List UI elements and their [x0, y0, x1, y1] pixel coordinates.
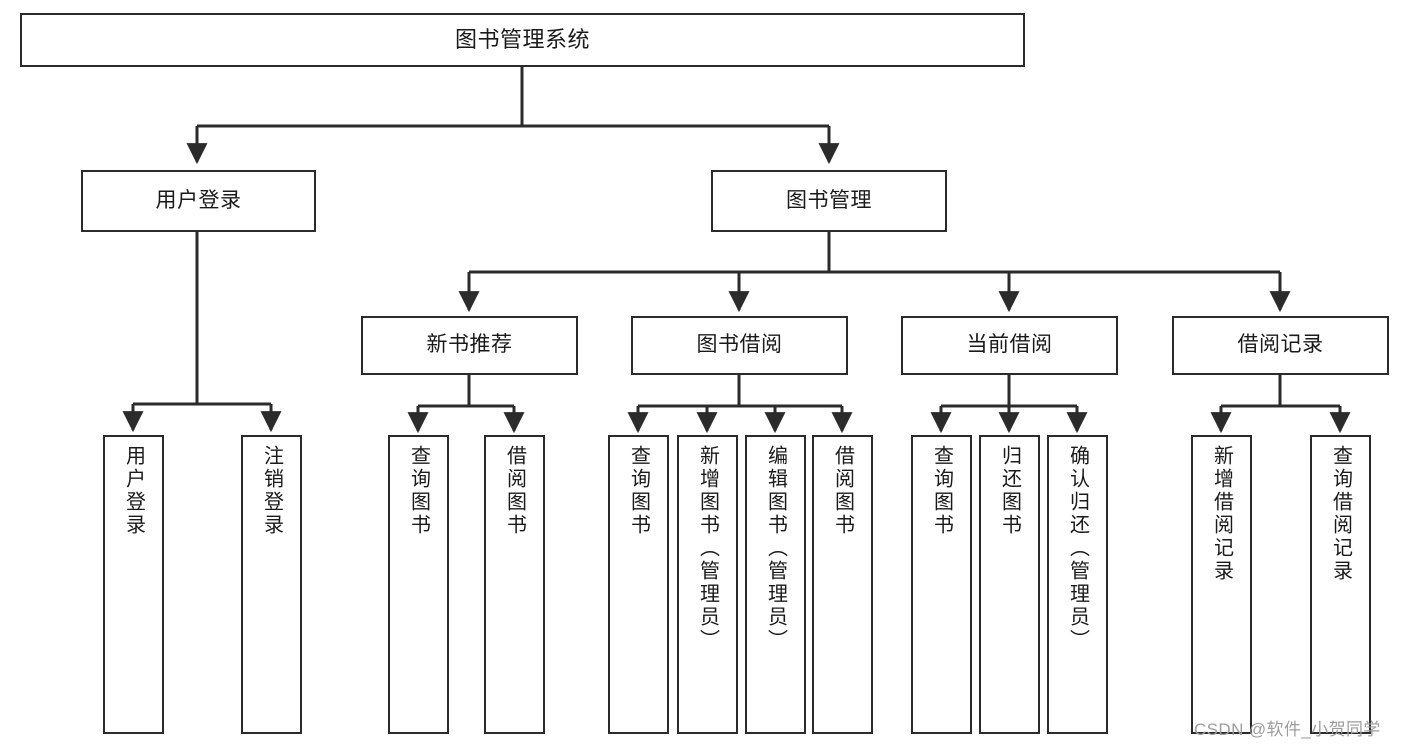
leaf-confirm-return-admin[interactable]: 确认归还（管理员） [1047, 435, 1108, 734]
csdn-watermark: CSDN @软件_小贺同学 [1194, 720, 1381, 739]
node-label: 查询图书 [407, 445, 430, 537]
node-label: 确认归还（管理员） [1066, 445, 1089, 652]
node-label: 归还图书 [998, 445, 1021, 537]
node-label: 编辑图书（管理员） [764, 445, 787, 652]
node-book-borrow[interactable]: 图书借阅 [631, 316, 848, 375]
leaf-borrow-book[interactable]: 借阅图书 [812, 435, 873, 734]
node-label: 注销登录 [260, 445, 283, 537]
leaf-user-login[interactable]: 用户登录 [103, 435, 164, 734]
node-current-borrow[interactable]: 当前借阅 [901, 316, 1118, 375]
node-label: 新增借阅记录 [1210, 445, 1233, 583]
node-book-management[interactable]: 图书管理 [711, 170, 947, 232]
node-label: 查询图书 [930, 445, 953, 537]
leaf-return-book[interactable]: 归还图书 [979, 435, 1040, 734]
leaf-logout[interactable]: 注销登录 [241, 435, 302, 734]
node-label: 新增图书（管理员） [696, 445, 719, 652]
leaf-edit-book-admin[interactable]: 编辑图书（管理员） [745, 435, 806, 734]
node-new-book-recommendation[interactable]: 新书推荐 [361, 316, 578, 375]
node-label: 用户登录 [122, 445, 145, 537]
node-label: 查询借阅记录 [1329, 445, 1352, 583]
node-user-login[interactable]: 用户登录 [81, 170, 316, 232]
node-label: 图书管理 [786, 188, 872, 212]
node-borrow-record[interactable]: 借阅记录 [1172, 316, 1389, 375]
leaf-query-book-current[interactable]: 查询图书 [911, 435, 972, 734]
node-label: 图书管理系统 [454, 27, 590, 53]
node-label: 新书推荐 [426, 333, 513, 357]
node-label: 当前借阅 [966, 333, 1053, 357]
leaf-query-book-new[interactable]: 查询图书 [388, 435, 449, 734]
node-label: 用户登录 [155, 188, 242, 212]
leaf-add-borrow-record[interactable]: 新增借阅记录 [1191, 435, 1252, 734]
node-label: 借阅图书 [503, 445, 526, 537]
leaf-add-book-admin[interactable]: 新增图书（管理员） [677, 435, 738, 734]
leaf-borrow-book-new[interactable]: 借阅图书 [484, 435, 545, 734]
node-label: 借阅图书 [831, 445, 854, 537]
node-label: 查询图书 [627, 445, 650, 537]
leaf-query-book-borrow[interactable]: 查询图书 [608, 435, 669, 734]
node-label: 借阅记录 [1237, 333, 1324, 357]
node-root-book-management-system[interactable]: 图书管理系统 [20, 13, 1025, 67]
node-label: 图书借阅 [696, 333, 783, 357]
leaf-query-borrow-record[interactable]: 查询借阅记录 [1310, 435, 1371, 734]
